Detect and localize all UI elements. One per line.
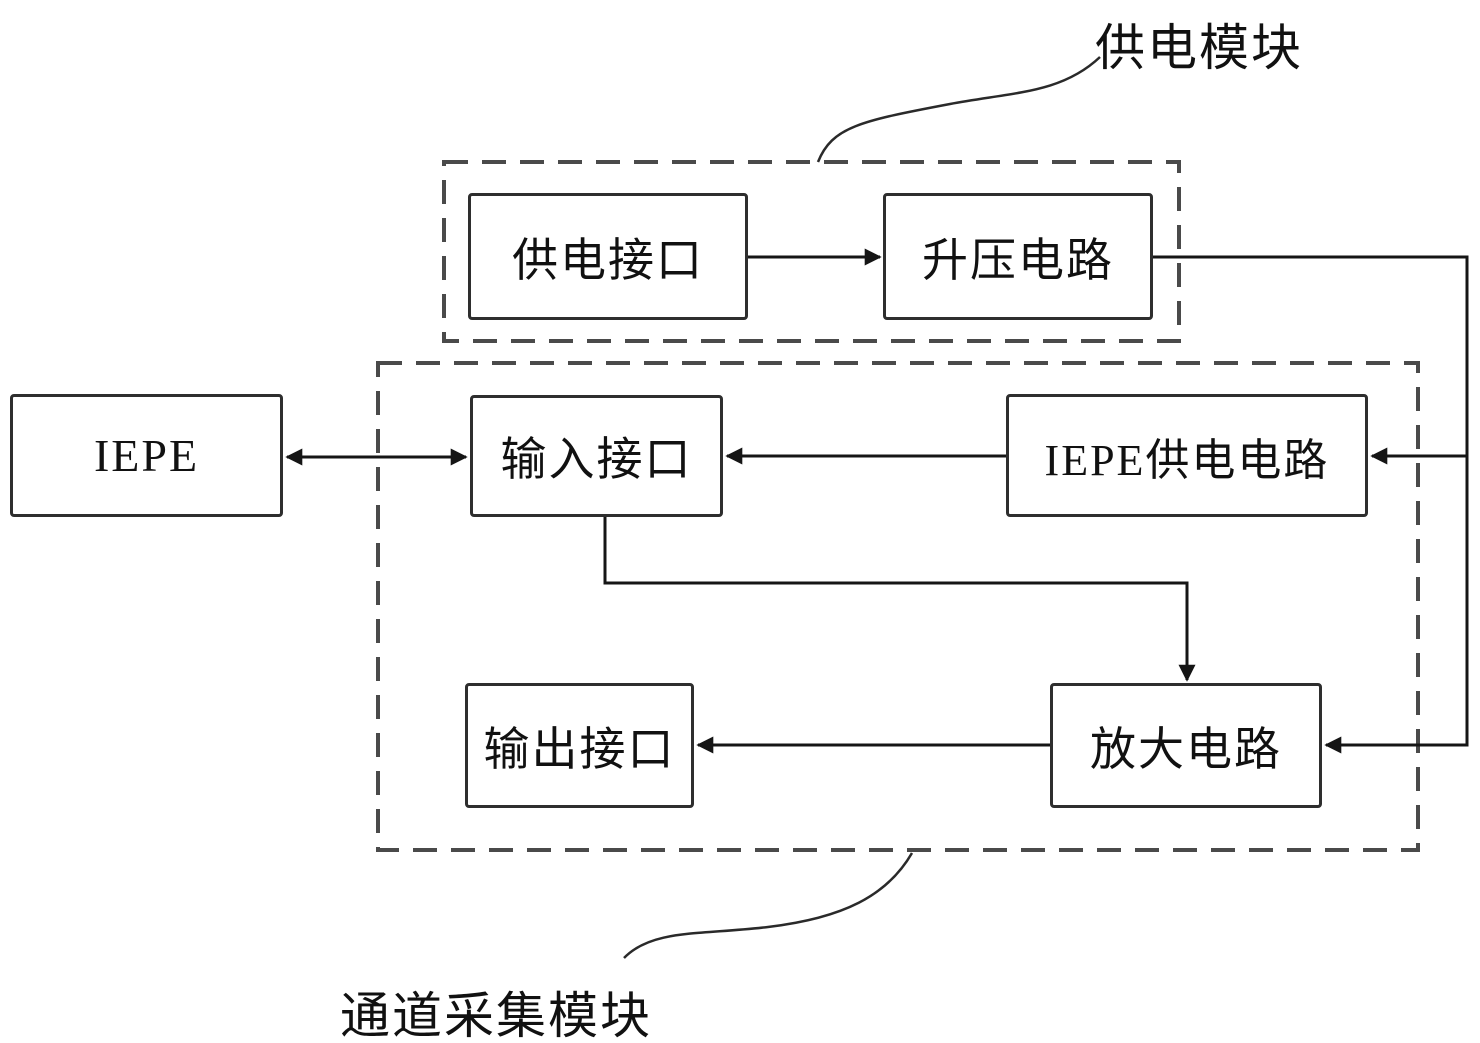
connector-input-interface-to-amplifier [603, 517, 1196, 682]
node-iepe-power-circuit: IEPE供电电路 [1006, 394, 1368, 517]
node-iepe-power-circuit-label: IEPE供电电路 [1044, 435, 1330, 485]
node-power-interface: 供电接口 [468, 193, 748, 320]
node-power-interface-label: 供电接口 [512, 234, 704, 286]
node-boost-circuit-label: 升压电路 [922, 234, 1114, 286]
power-module-leader-line [816, 56, 1101, 163]
node-iepe-label: IEPE [93, 430, 200, 481]
node-input-interface: 输入接口 [470, 395, 723, 517]
node-boost-circuit: 升压电路 [883, 193, 1153, 320]
channel-module-leader-line [623, 852, 914, 959]
node-iepe: IEPE [10, 394, 283, 517]
node-input-interface-label: 输入接口 [500, 434, 693, 485]
node-output-interface: 输出接口 [465, 683, 694, 808]
node-output-interface-label: 输出接口 [483, 723, 676, 775]
node-amplifier-circuit-label: 放大电路 [1090, 723, 1282, 775]
channel-module-label: 通道采集模块 [340, 988, 652, 1043]
node-amplifier-circuit: 放大电路 [1050, 683, 1322, 808]
power-module-label: 供电模块 [1095, 20, 1303, 76]
connector-boost-to-amplifier [1153, 255, 1469, 754]
